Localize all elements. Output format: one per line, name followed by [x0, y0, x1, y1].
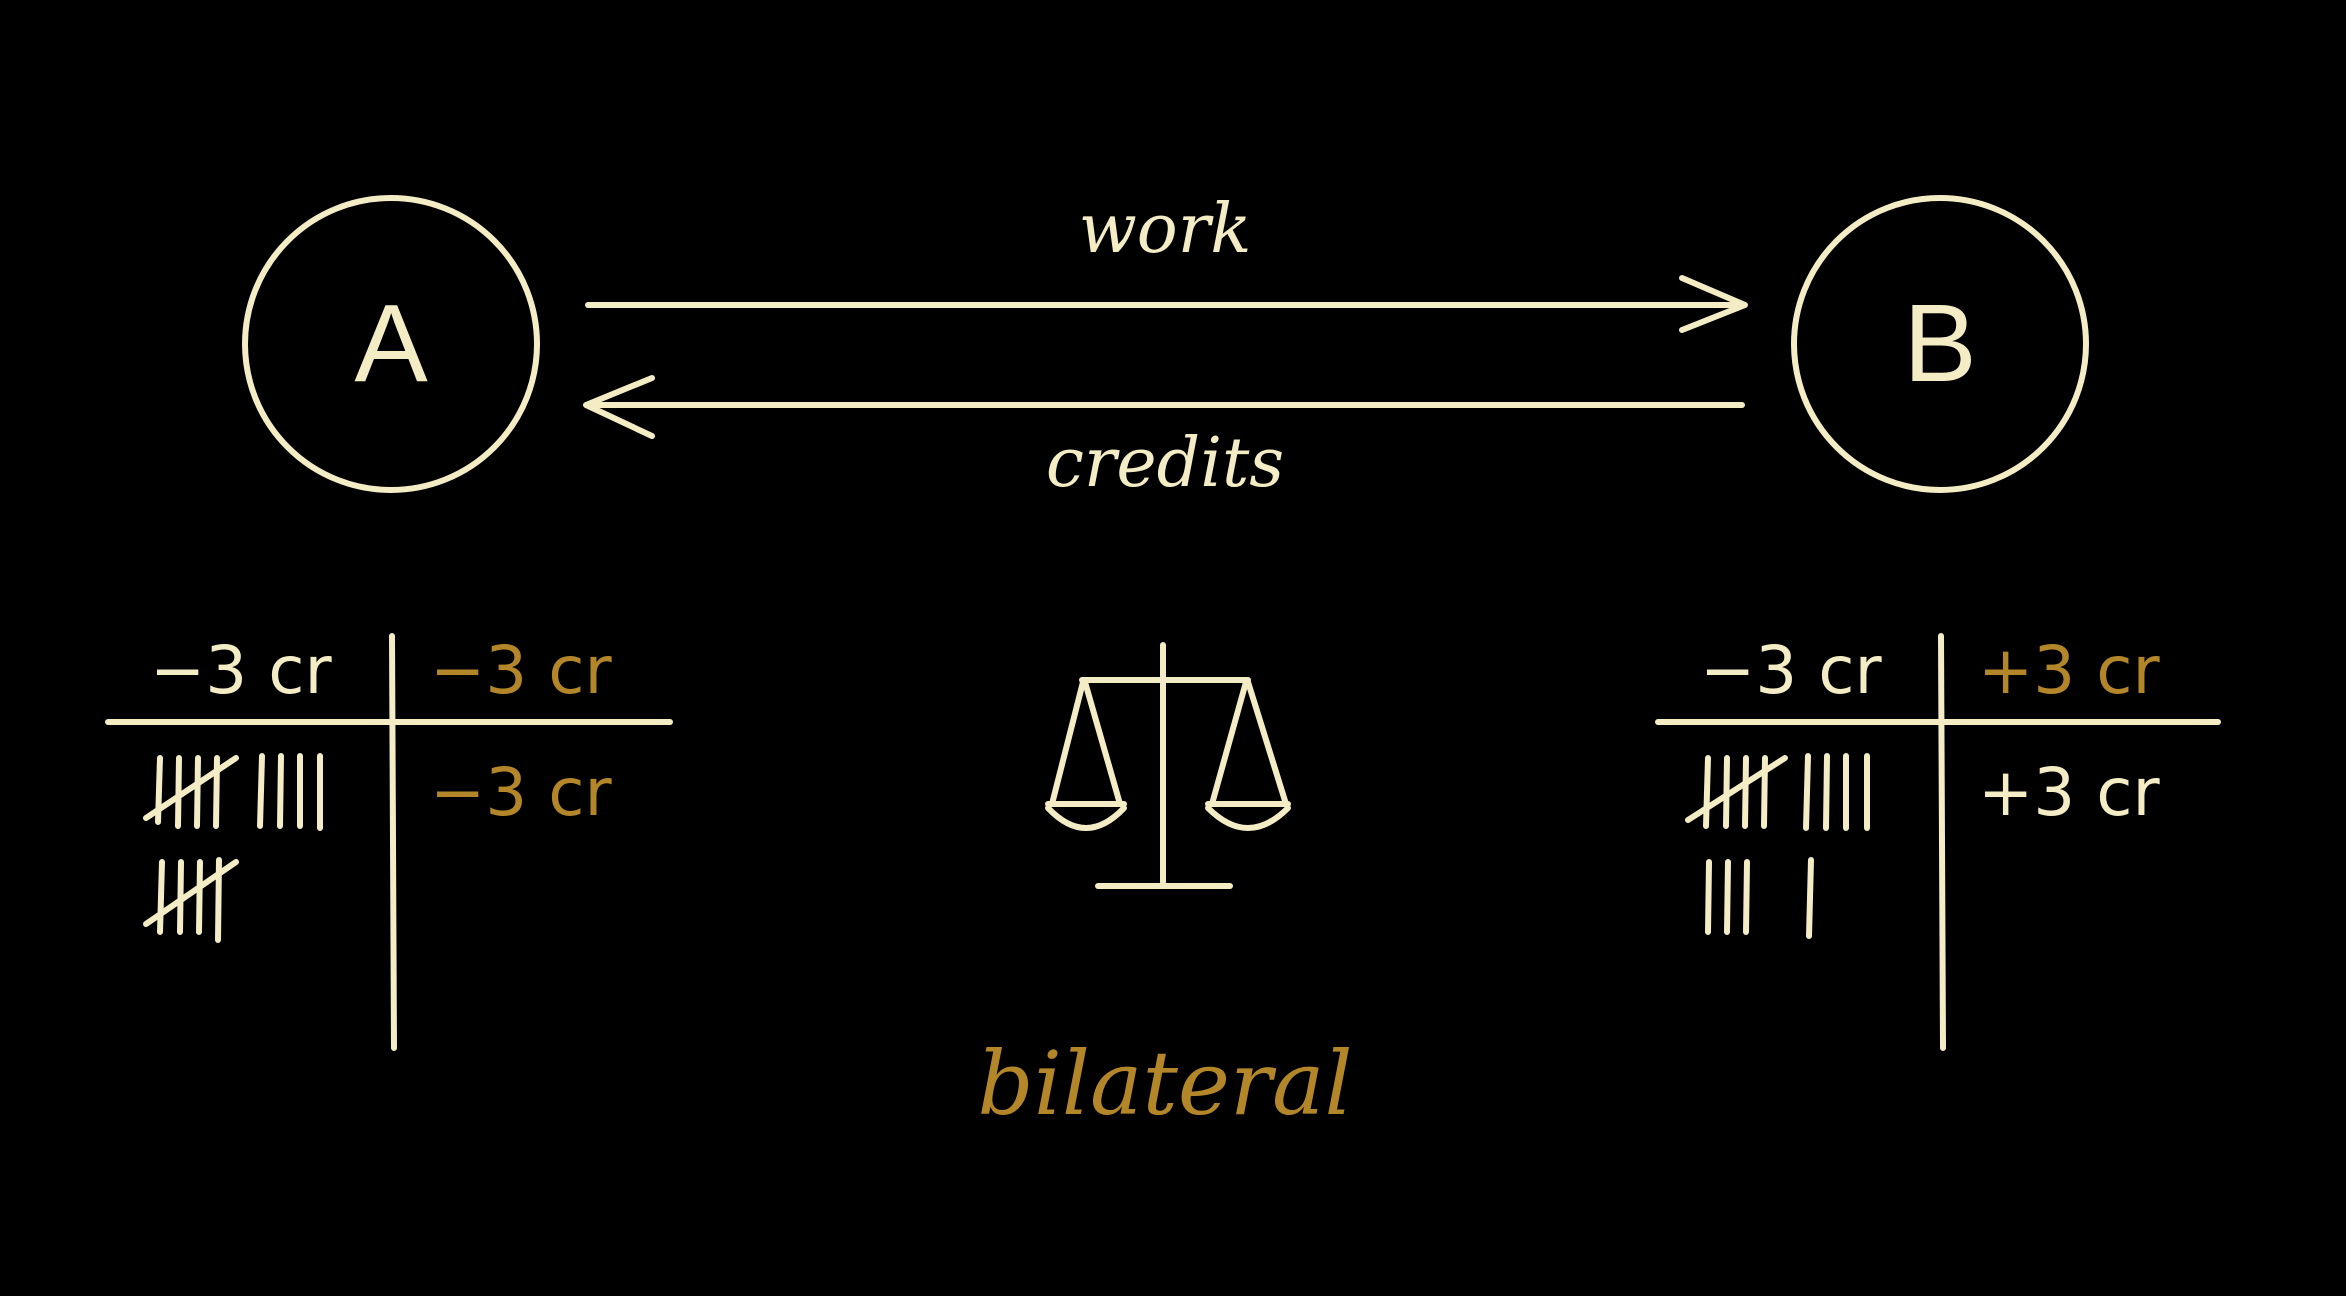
ledger-a-header-right: −3 cr [430, 632, 612, 709]
balance-scale-icon [1045, 642, 1291, 889]
ledger-b-header-left: −3 cr [1700, 632, 1882, 709]
node-a-label: A [354, 282, 428, 405]
ledger-a-tally-marks [143, 753, 323, 943]
credits-edge-label: credits [1045, 424, 1285, 503]
ledger-a-entry-right: −3 cr [430, 754, 612, 831]
ledger-a-frame [105, 633, 673, 1051]
node-b-label: B [1903, 282, 1977, 405]
ledger-b-frame [1655, 633, 2221, 1051]
ledger-a-header-left: −3 cr [150, 632, 332, 709]
work-arrow [585, 275, 1748, 333]
ledger-b-header-right: +3 cr [1978, 632, 2160, 709]
node-b-circle [1791, 195, 2089, 493]
ledger-b-tally-marks [1685, 753, 1870, 939]
node-a-circle [242, 195, 540, 493]
ledger-b-entry-right: +3 cr [1978, 754, 2160, 831]
bilateral-caption: bilateral [977, 1032, 1353, 1135]
work-edge-label: work [1078, 190, 1252, 269]
credits-arrow [583, 375, 1745, 439]
